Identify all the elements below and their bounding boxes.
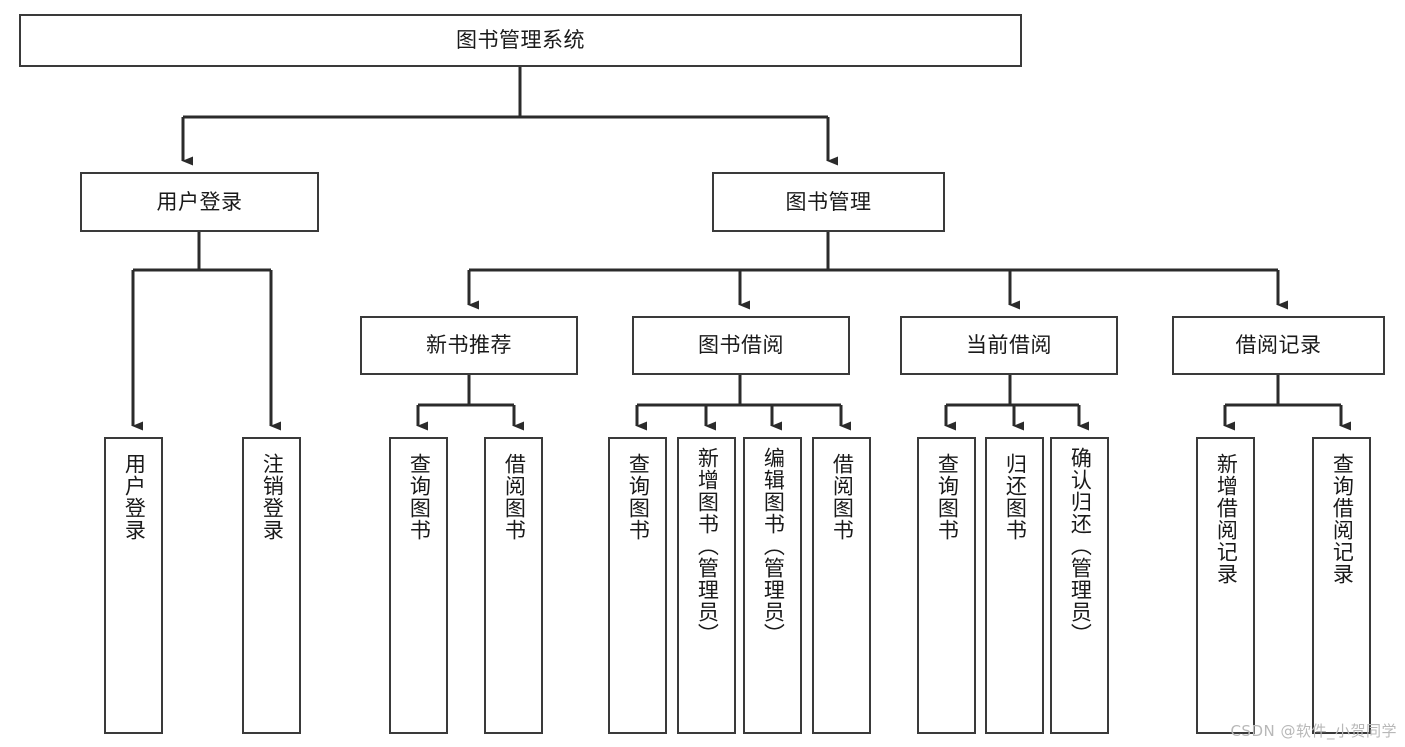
watermark-text: CSDN @软件_小贺同学 [1230,722,1397,740]
node-leaf-logout-login-label: 注销登录 [260,453,285,541]
node-leaf-borrow-book-2-label: 借阅图书 [830,453,855,541]
node-current-borrow[interactable]: 当前借阅 [900,316,1118,375]
node-book-borrow-label: 图书借阅 [698,333,784,358]
node-borrow-record-label: 借阅记录 [1235,333,1322,358]
node-book-manage-label: 图书管理 [785,189,872,214]
node-leaf-query-record[interactable]: 查询借阅记录 [1312,437,1371,734]
node-leaf-return-book-label: 归还图书 [1003,453,1028,541]
node-root-label: 图书管理系统 [456,28,585,53]
node-book-manage[interactable]: 图书管理 [712,172,945,232]
node-leaf-borrow-book-1-label: 借阅图书 [502,453,527,541]
node-leaf-user-login[interactable]: 用户登录 [104,437,163,734]
node-leaf-return-book[interactable]: 归还图书 [985,437,1044,734]
node-borrow-record[interactable]: 借阅记录 [1172,316,1385,375]
node-leaf-add-record-label: 新增借阅记录 [1214,453,1239,585]
node-root[interactable]: 图书管理系统 [19,14,1022,67]
node-leaf-confirm-return-label: 确认归还（管理员） [1068,447,1093,645]
node-leaf-add-book-label: 新增图书（管理员） [695,447,720,645]
node-leaf-query-book-3-label: 查询图书 [935,453,960,541]
node-leaf-query-book-1-label: 查询图书 [407,453,432,541]
node-user-login-label: 用户登录 [156,189,243,214]
node-leaf-query-book-2[interactable]: 查询图书 [608,437,667,734]
node-new-book-recommend[interactable]: 新书推荐 [360,316,578,375]
node-book-borrow[interactable]: 图书借阅 [632,316,850,375]
node-leaf-query-book-3[interactable]: 查询图书 [917,437,976,734]
node-leaf-query-book-1[interactable]: 查询图书 [389,437,448,734]
node-new-book-recommend-label: 新书推荐 [426,333,512,358]
node-leaf-edit-book[interactable]: 编辑图书（管理员） [743,437,802,734]
node-leaf-logout-login[interactable]: 注销登录 [242,437,301,734]
node-leaf-add-book[interactable]: 新增图书（管理员） [677,437,736,734]
node-leaf-edit-book-label: 编辑图书（管理员） [761,447,786,645]
node-leaf-add-record[interactable]: 新增借阅记录 [1196,437,1255,734]
node-leaf-confirm-return[interactable]: 确认归还（管理员） [1050,437,1109,734]
node-leaf-query-book-2-label: 查询图书 [626,453,651,541]
node-current-borrow-label: 当前借阅 [966,333,1052,358]
node-leaf-borrow-book-2[interactable]: 借阅图书 [812,437,871,734]
node-leaf-user-login-label: 用户登录 [122,453,147,541]
node-leaf-borrow-book-1[interactable]: 借阅图书 [484,437,543,734]
node-leaf-query-record-label: 查询借阅记录 [1330,453,1355,585]
node-user-login[interactable]: 用户登录 [80,172,319,232]
